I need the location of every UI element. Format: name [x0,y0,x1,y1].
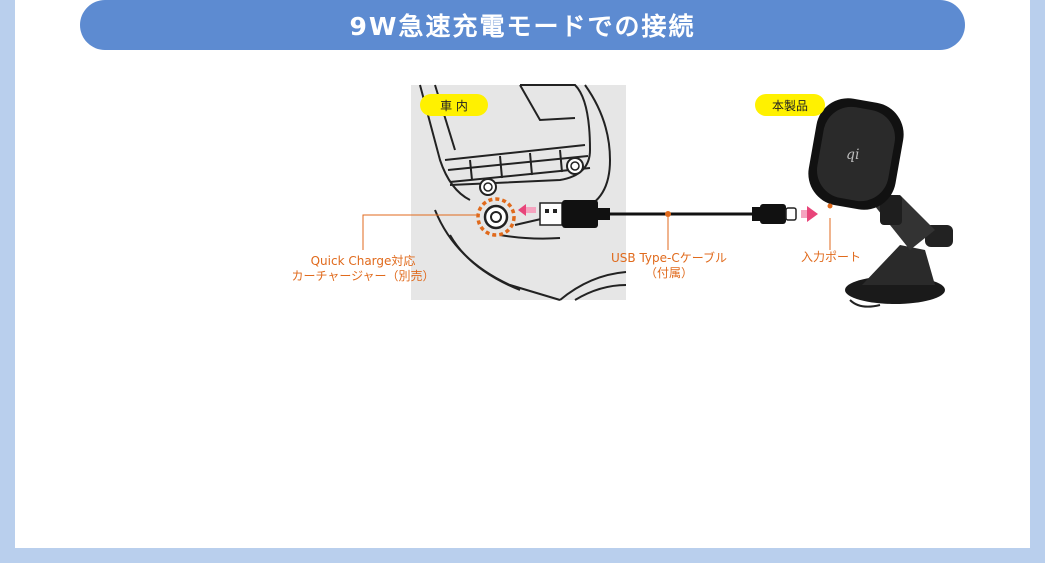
section-banner: 9W急速充電モードでの接続 [80,0,965,50]
product-tag-text: 本製品 [771,98,808,113]
charger-label-line1: Quick Charge対応 [310,254,416,268]
charger-label: Quick Charge対応 カーチャージャー（別売） [282,254,444,284]
usb-c-plug [752,204,797,224]
port-label-text: 入力ポート [800,250,861,264]
cable-label-line1: USB Type-Cケーブル [611,251,727,265]
port-label: 入力ポート [795,250,867,265]
cable-label-line2: （付属） [644,266,693,280]
car-interior-tag-text: 車 内 [440,98,468,113]
car-interior-illustration [411,84,627,301]
charger-callout-line [362,214,478,250]
section-title: 9W急速充電モードでの接続 [349,12,696,41]
insert-arrow-left [518,204,526,216]
charger-label-line2: カーチャージャー（別売） [291,269,435,283]
car-interior-tag: 車 内 [420,94,488,116]
qi-icon: qi [846,147,859,163]
wireless-charger-mount: qi [808,98,953,308]
usb-a-plug [539,200,610,228]
product-tag: 本製品 [755,94,825,116]
cable-label: USB Type-Cケーブル （付属） [596,251,742,281]
insert-arrow-right [807,206,818,222]
